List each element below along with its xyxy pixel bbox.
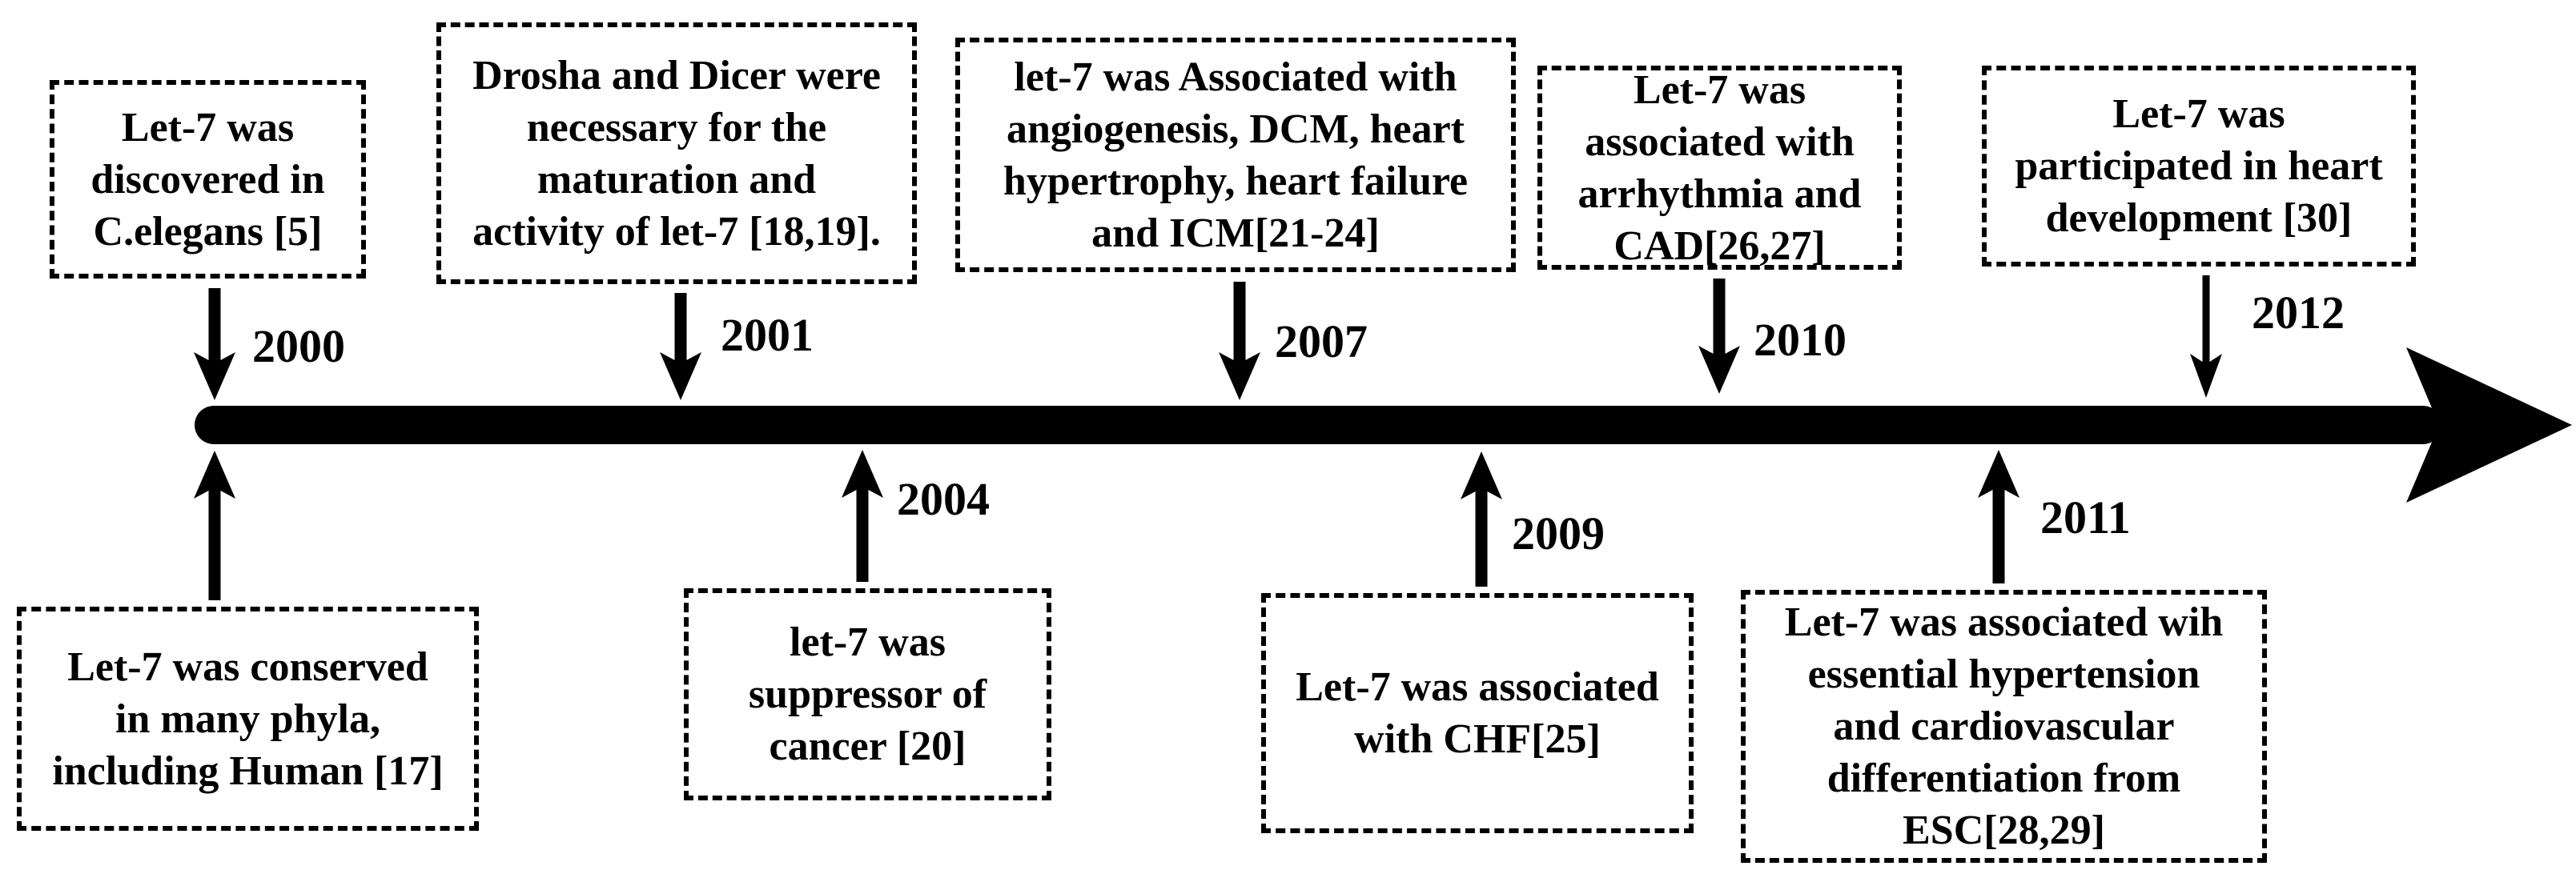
event-box-conserved-phyla: Let-7 was conserved in many phyla, inclu… [17, 607, 479, 831]
year-label-2004: 2004 [897, 473, 990, 525]
up-arrow-conserved-icon [194, 451, 235, 600]
down-arrow-2012-icon [2190, 275, 2222, 398]
up-arrow-2009-icon [1461, 451, 1502, 587]
event-text: Let-7 was associated wih essential hyper… [1784, 599, 2224, 853]
event-box-2012-heart-development: Let-7 was participated in heart developm… [1982, 66, 2416, 267]
year-label-2000: 2000 [252, 320, 345, 372]
event-box-2000-discovered: Let-7 was discovered in C.elegans [5] [50, 80, 366, 279]
event-text: Let-7 was conserved in many phyla, inclu… [52, 643, 444, 794]
event-text: Let-7 was participated in heart developm… [2015, 91, 2383, 241]
event-box-2004-cancer-suppressor: let-7 was suppressor of cancer [20] [684, 588, 1051, 800]
event-box-2010-arrhythmia-cad: Let-7 was associated with arrhythmia and… [1537, 66, 1902, 270]
event-box-2007-angiogenesis: let-7 was Associated with angiogenesis, … [955, 38, 1516, 272]
down-arrow-2000-icon [194, 288, 235, 400]
event-text: Let-7 was associated with arrhythmia and… [1577, 66, 1862, 269]
year-label-2012: 2012 [2252, 287, 2345, 339]
timeline-bar [195, 406, 2442, 444]
event-box-2009-chf: Let-7 was associated with CHF[25] [1261, 593, 1694, 833]
year-label-2010: 2010 [1754, 314, 1847, 366]
event-box-2001-drosha-dicer: Drosha and Dicer were necessary for the … [436, 22, 917, 284]
timeline-arrowhead-icon [2406, 347, 2572, 503]
event-text: let-7 was Associated with angiogenesis, … [1003, 54, 1469, 256]
down-arrow-2001-icon [660, 293, 701, 400]
event-text: Let-7 was discovered in C.elegans [5] [90, 104, 325, 255]
up-arrow-2004-icon [842, 450, 883, 582]
event-text: Drosha and Dicer were necessary for the … [472, 52, 881, 255]
event-text: let-7 was suppressor of cancer [20] [748, 619, 987, 769]
event-text: Let-7 was associated with CHF[25] [1296, 664, 1659, 762]
year-label-2009: 2009 [1512, 507, 1605, 559]
year-label-2007: 2007 [1275, 315, 1368, 367]
down-arrow-2007-icon [1219, 282, 1260, 400]
year-label-2001: 2001 [721, 309, 814, 361]
event-box-2011-hypertension-esc: Let-7 was associated wih essential hyper… [1741, 590, 2267, 863]
down-arrow-2010-icon [1698, 279, 1740, 394]
year-label-2011: 2011 [2040, 491, 2131, 543]
up-arrow-2011-icon [1978, 450, 2019, 583]
